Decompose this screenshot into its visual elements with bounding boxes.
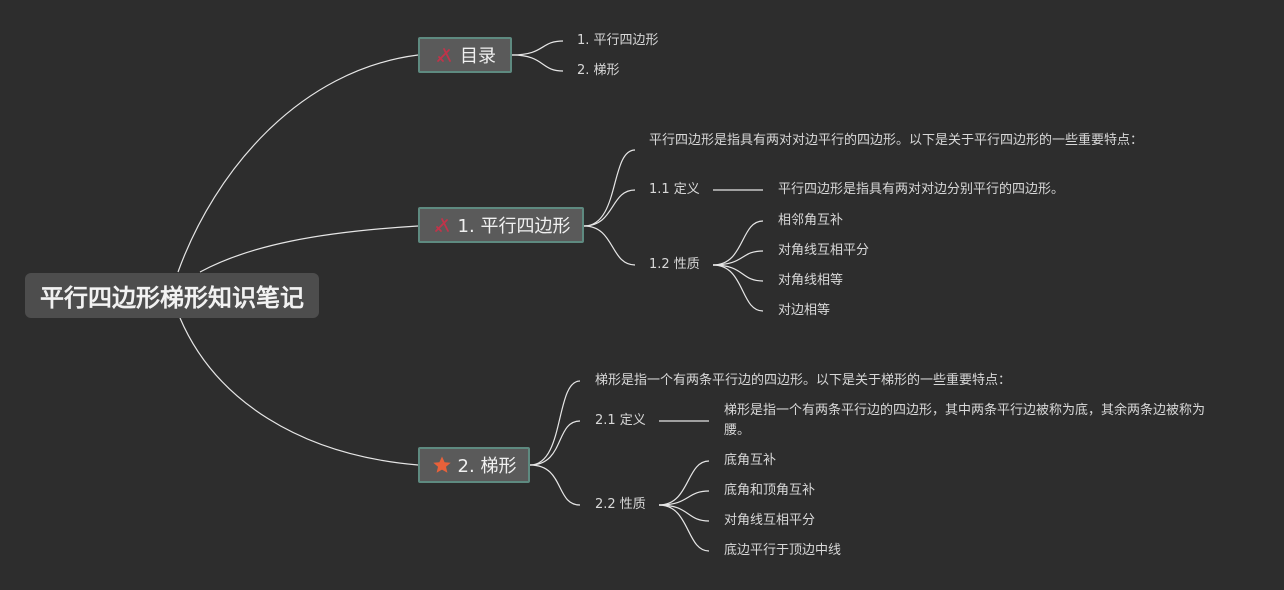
trapezoid-intro[interactable]: 梯形是指一个有两条平行边的四边形。以下是关于梯形的一些重要特点： xyxy=(595,373,1012,388)
toc-item[interactable]: 2. 梯形 xyxy=(577,63,620,78)
parallelogram-properties-label[interactable]: 1.2 性质 xyxy=(649,257,700,272)
parallelogram-property[interactable]: 对角线相等 xyxy=(778,273,844,288)
trapezoid-definition-label[interactable]: 2.1 定义 xyxy=(595,413,646,428)
star-icon xyxy=(432,455,452,475)
trapezoid-property[interactable]: 对角线互相平分 xyxy=(724,513,816,528)
branch-label: 目录 xyxy=(460,46,496,67)
root-title: 平行四边形梯形知识笔记 xyxy=(40,284,304,312)
branch-toc[interactable]: 目录 xyxy=(418,37,512,73)
branch-trapezoid[interactable]: 2. 梯形 xyxy=(418,447,530,483)
parallelogram-property[interactable]: 对边相等 xyxy=(778,303,831,318)
parallelogram-definition-label[interactable]: 1.1 定义 xyxy=(649,182,700,197)
parallelogram-definition-text[interactable]: 平行四边形是指具有两对对边分别平行的四边形。 xyxy=(778,182,1065,197)
toc-item[interactable]: 1. 平行四边形 xyxy=(577,33,659,48)
trapezoid-property[interactable]: 底角互补 xyxy=(724,453,777,468)
trapezoid-definition-text[interactable]: 梯形是指一个有两条平行边的四边形，其中两条平行边被称为底，其余两条边被称为腰。 xyxy=(724,403,1206,438)
pen-tools-icon xyxy=(434,45,454,65)
trapezoid-properties-label[interactable]: 2.2 性质 xyxy=(595,497,646,512)
branch-parallelogram[interactable]: 1. 平行四边形 xyxy=(418,207,584,243)
parallelogram-intro[interactable]: 平行四边形是指具有两对对边平行的四边形。以下是关于平行四边形的一些重要特点： xyxy=(649,133,1144,148)
parallelogram-property[interactable]: 相邻角互补 xyxy=(778,213,844,228)
pen-tools-icon xyxy=(432,215,452,235)
parallelogram-property[interactable]: 对角线互相平分 xyxy=(778,243,870,258)
trapezoid-property[interactable]: 底角和顶角互补 xyxy=(724,483,816,498)
branch-label: 2. 梯形 xyxy=(457,456,517,477)
trapezoid-property[interactable]: 底边平行于顶边中线 xyxy=(724,543,842,558)
root-topic[interactable]: 平行四边形梯形知识笔记 xyxy=(25,273,319,318)
branch-label: 1. 平行四边形 xyxy=(457,216,571,237)
